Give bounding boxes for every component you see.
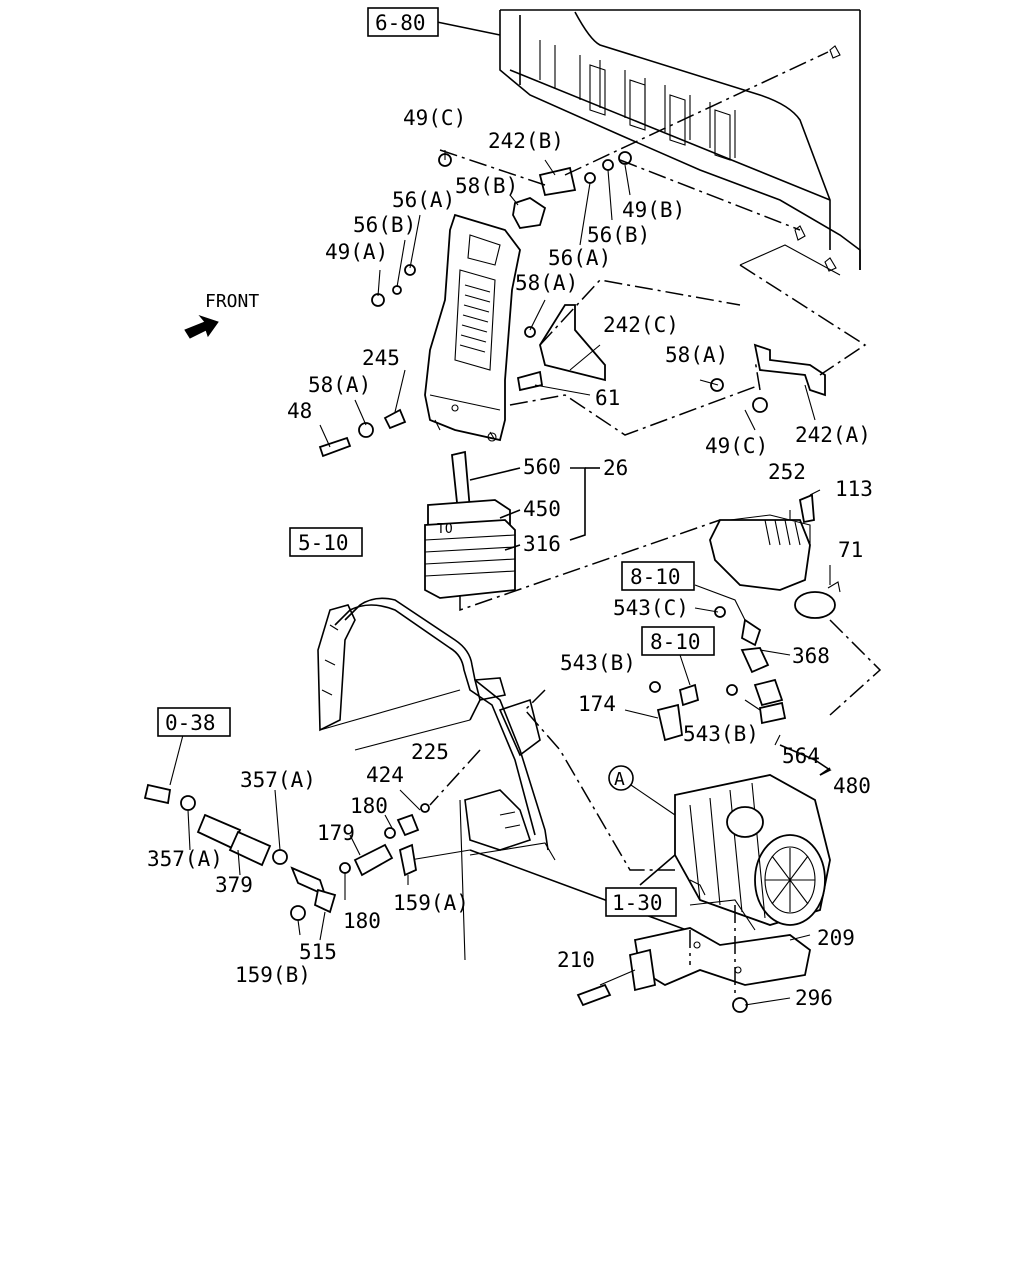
label-61: 61 [595, 386, 620, 410]
label-58b: 58(B) [455, 174, 518, 198]
mount-bracket-209 [576, 899, 811, 1013]
label-296: 296 [795, 986, 833, 1010]
front-arrow-icon [184, 314, 219, 339]
label-357a-top: 357(A) [240, 768, 316, 792]
hose-assembly [143, 783, 430, 921]
part-labels: 49(C) 242(B) 58(B) 56(A) 56(B) 49(A) 49(… [147, 106, 873, 1010]
label-56a-top: 56(A) [392, 188, 455, 212]
label-543b-left: 543(B) [560, 651, 636, 675]
label-225: 225 [411, 740, 449, 764]
label-49c-bot: 49(C) [705, 434, 768, 458]
label-58a-left: 58(A) [308, 373, 371, 397]
air-cleaner-cover-252 [709, 493, 841, 619]
cab-rear-panel [499, 9, 861, 276]
label-159a: 159(A) [393, 891, 469, 915]
ref-box-1-30: 1-30 [605, 887, 677, 917]
ref-box-0-38: 0-38 [157, 707, 231, 737]
svg-text:8-10: 8-10 [650, 630, 701, 654]
ref-box-8-10-upper: 8-10 [621, 561, 695, 591]
svg-text:8-10: 8-10 [630, 565, 681, 589]
sensor-parts [649, 606, 787, 742]
air-cleaner-body [674, 774, 831, 926]
label-56b-right: 56(B) [587, 223, 650, 247]
bracket-242a [753, 343, 826, 397]
circle-marker-a: A [608, 765, 634, 791]
svg-text:6-80: 6-80 [375, 11, 426, 35]
ref-box-8-10-lower: 8-10 [641, 626, 715, 656]
leader-lines [169, 21, 832, 1006]
label-49a: 49(A) [325, 240, 388, 264]
label-113: 113 [835, 477, 873, 501]
label-56b-top: 56(B) [353, 213, 416, 237]
label-26: 26 [603, 456, 628, 480]
label-560: 560 [523, 455, 561, 479]
label-515: 515 [299, 940, 337, 964]
label-180-bot: 180 [343, 909, 381, 933]
label-242a: 242(A) [795, 423, 871, 447]
svg-text:TO: TO [437, 522, 453, 537]
label-424: 424 [366, 763, 404, 787]
label-49c-top: 49(C) [403, 106, 466, 130]
label-543b-right: 543(B) [683, 722, 759, 746]
svg-text:A: A [614, 769, 625, 790]
label-357a-left: 357(A) [147, 847, 223, 871]
label-180-top: 180 [350, 794, 388, 818]
label-252: 252 [768, 460, 806, 484]
label-379: 379 [215, 873, 253, 897]
front-label: FRONT [205, 291, 259, 312]
air-intake-duct [424, 213, 521, 442]
label-174: 174 [578, 692, 616, 716]
label-179: 179 [317, 821, 355, 845]
label-58a-right: 58(A) [665, 343, 728, 367]
label-48: 48 [287, 399, 312, 423]
label-209: 209 [817, 926, 855, 950]
support-frame [317, 597, 701, 961]
label-242b: 242(B) [488, 129, 564, 153]
label-368: 368 [792, 644, 830, 668]
label-242c: 242(C) [603, 313, 679, 337]
ref-box-5-10: 5-10 [289, 527, 363, 557]
label-56a-right: 56(A) [548, 246, 611, 270]
label-316: 316 [523, 532, 561, 556]
ref-box-6-80: 6-80 [367, 7, 439, 37]
bracket-242c [539, 304, 606, 382]
label-210: 210 [557, 948, 595, 972]
label-543c: 543(C) [613, 596, 689, 620]
label-450: 450 [523, 497, 561, 521]
label-159b: 159(B) [235, 963, 311, 987]
svg-text:1-30: 1-30 [612, 891, 663, 915]
label-245: 245 [362, 346, 400, 370]
label-564: 564 [782, 744, 820, 768]
label-58a-mid: 58(A) [515, 271, 578, 295]
pre-cleaner-assembly: TO [424, 450, 516, 599]
svg-text:0-38: 0-38 [165, 711, 216, 735]
label-480: 480 [833, 774, 871, 798]
label-71: 71 [838, 538, 863, 562]
label-49b: 49(B) [622, 198, 685, 222]
svg-text:5-10: 5-10 [298, 531, 349, 555]
dash-lines [429, 51, 882, 995]
